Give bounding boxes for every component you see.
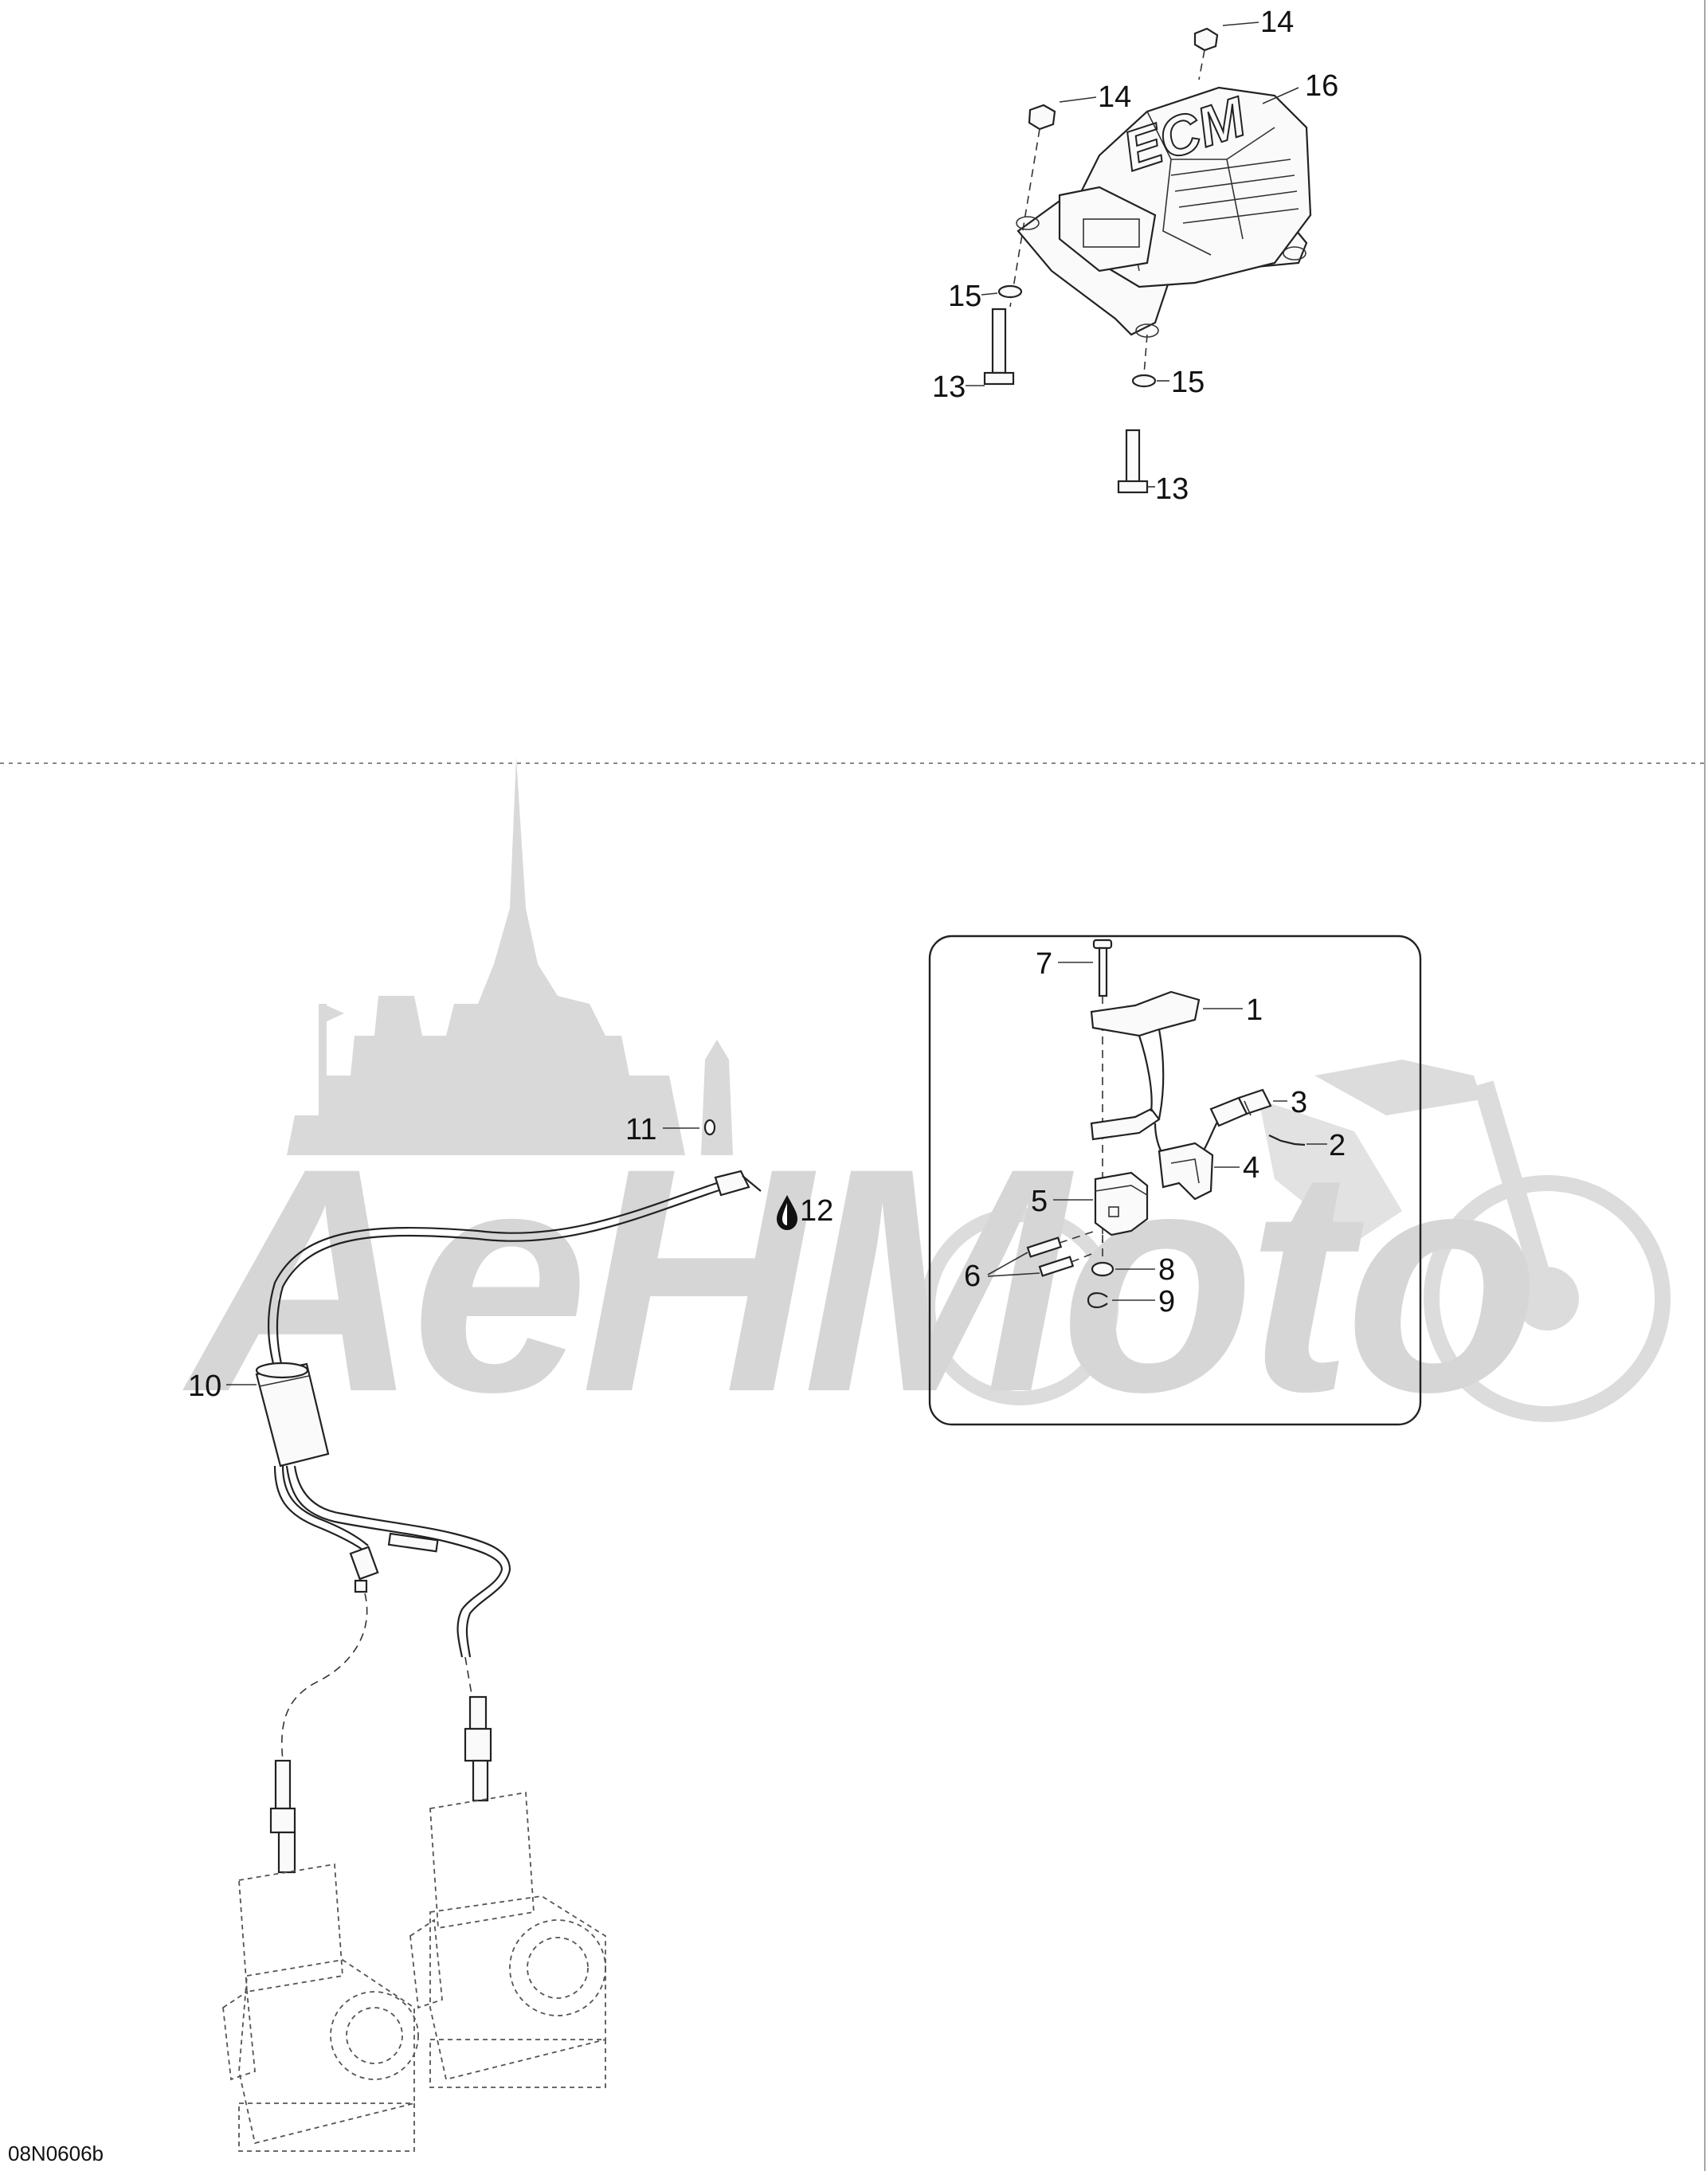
callout-16: 16	[1305, 69, 1338, 103]
callouts-inset: 7 1 3 2 4 5 6 8 9	[964, 947, 1346, 1319]
switch-bracket-1	[1090, 990, 1220, 1169]
nut-14a	[1009, 104, 1056, 308]
throttle-cable-assembly	[268, 1170, 762, 1371]
connector-3	[1209, 1088, 1272, 1127]
callout-7: 7	[1036, 947, 1052, 981]
circlip-9	[1087, 1292, 1108, 1308]
bolt-13b	[1117, 429, 1149, 494]
inset-throttle-switch: 7 1 3 2 4 5 6 8 9	[928, 935, 1422, 1426]
watermark-skyline	[287, 757, 733, 1155]
callout-2: 2	[1329, 1129, 1346, 1162]
callout-3: 3	[1291, 1086, 1307, 1119]
callouts-top: 14 14 16 15 15 13 13	[932, 6, 1338, 506]
callout-1: 1	[1246, 993, 1263, 1027]
callout-14a: 14	[1098, 80, 1131, 114]
washer-15a	[997, 284, 1023, 299]
callout-8: 8	[1158, 1253, 1175, 1287]
callout-10: 10	[188, 1370, 221, 1403]
callout-13a: 13	[932, 370, 966, 404]
bolt-13a	[983, 308, 1015, 386]
nut-14b	[1193, 27, 1219, 80]
callout-6: 6	[964, 1260, 981, 1293]
callout-14b: 14	[1260, 6, 1294, 39]
callout-12: 12	[800, 1194, 833, 1228]
watermark-motorcycle	[921, 1060, 1671, 1422]
clip-2	[1268, 1134, 1306, 1146]
clip-11	[703, 1119, 716, 1136]
washer-15b	[1131, 374, 1157, 388]
ecm-module: ECM	[1016, 84, 1312, 338]
retainer-4	[1158, 1142, 1214, 1201]
junction-block-10	[255, 1362, 330, 1468]
screws-6	[1026, 1230, 1096, 1277]
carburetor-right	[409, 1695, 606, 2088]
drawing-code: 08N0606b	[8, 2142, 104, 2165]
watermark: AeHMoto	[179, 757, 1671, 1458]
lubricant-12-icon	[777, 1195, 797, 1230]
callout-15a: 15	[948, 280, 981, 313]
callout-5: 5	[1031, 1185, 1048, 1218]
callouts-left: 11 12 10	[188, 1113, 833, 1403]
support-5	[1094, 1171, 1149, 1236]
washer-8	[1091, 1261, 1115, 1277]
callout-13b: 13	[1155, 472, 1189, 506]
watermark-text: AeHMoto	[179, 1102, 1534, 1458]
callout-15b: 15	[1171, 366, 1205, 399]
carburetor-left	[222, 1759, 419, 2152]
callout-4: 4	[1243, 1151, 1259, 1185]
callout-11: 11	[625, 1113, 656, 1146]
callout-9: 9	[1158, 1285, 1175, 1319]
